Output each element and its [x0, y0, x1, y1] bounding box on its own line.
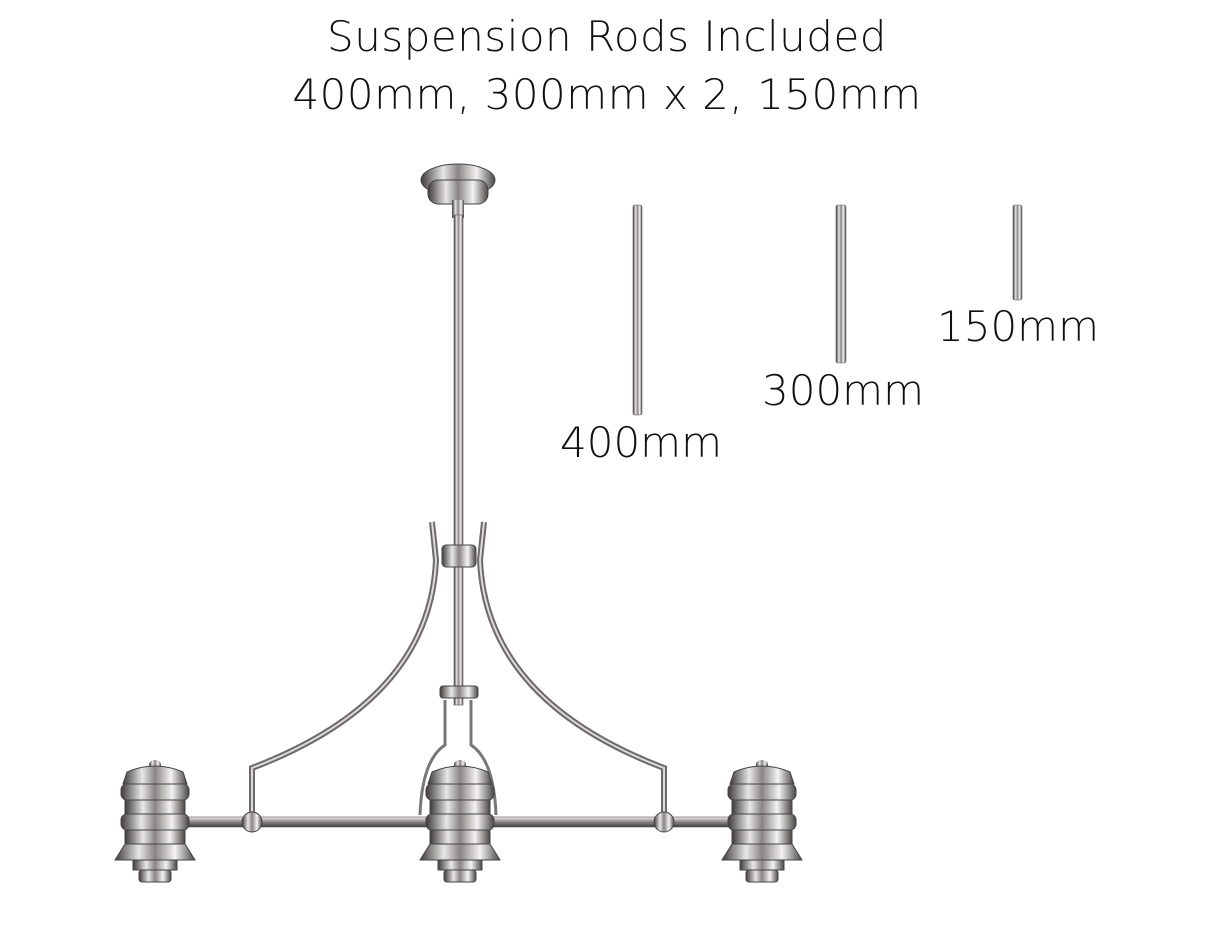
rod-coupler [439, 685, 479, 699]
rod-300mm [835, 204, 847, 364]
left-arm [251, 521, 438, 812]
right-arm [476, 521, 667, 812]
right-arm [478, 521, 665, 812]
main-suspension-rod [453, 214, 464, 706]
rod-150mm [1012, 204, 1023, 301]
ceiling-canopy [420, 163, 496, 218]
rod-label-150mm: 150mm [937, 302, 1099, 351]
rod-label-300mm: 300mm [762, 366, 924, 415]
title-line-1: Suspension Rods Included [327, 12, 887, 61]
lamp-holder-center [419, 759, 501, 883]
rod-label-400mm: 400mm [560, 418, 722, 467]
title-line-2: 400mm, 300mm x 2, 150mm [292, 70, 922, 119]
lamp-holder-right [721, 759, 803, 883]
lamp-holder-left [114, 759, 196, 883]
rod-coupler [441, 544, 477, 568]
left-arm [249, 521, 440, 812]
rod-400mm [632, 204, 643, 416]
